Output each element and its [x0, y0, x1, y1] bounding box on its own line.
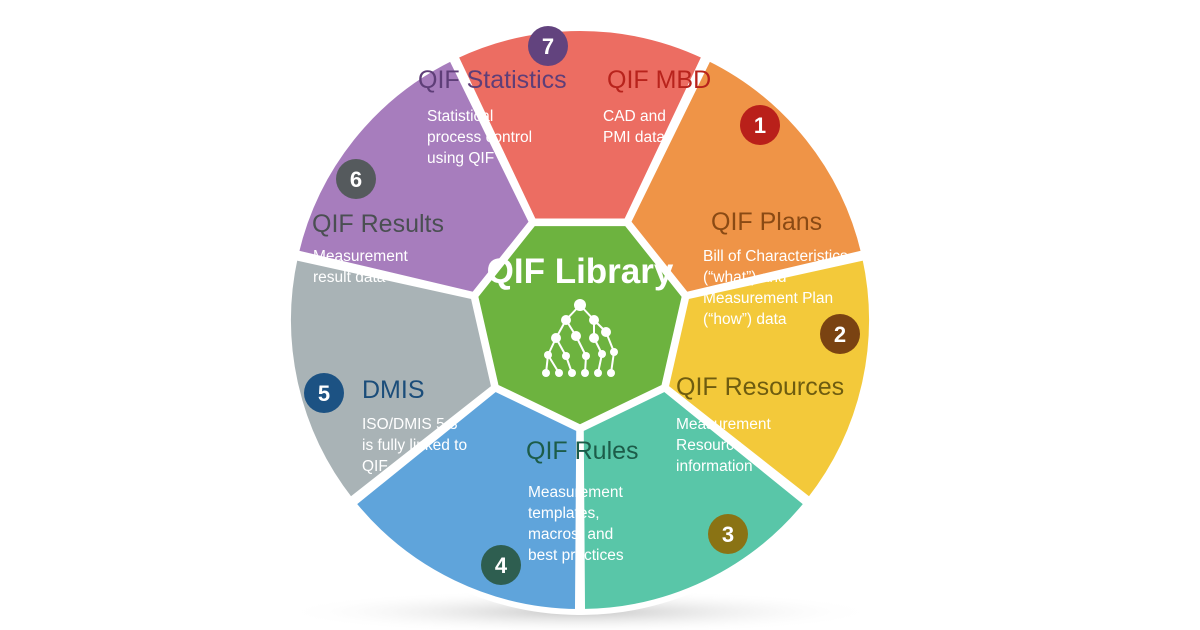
segment-2: [624, 53, 868, 299]
segment-5-desc-line: is fully linked to: [362, 437, 467, 454]
step-badge-6: 6: [336, 159, 376, 199]
segment-5-desc-line: ISO/DMIS 5.3: [362, 416, 458, 433]
step-badge-3: 3: [708, 514, 748, 554]
step-badge-number: 4: [495, 553, 508, 578]
segment-3-title: QIF Resources: [676, 373, 844, 401]
step-badge-1: 1: [740, 105, 780, 145]
segment-5-title: DMIS: [362, 376, 425, 404]
center-title: QIF Library: [487, 252, 674, 291]
segment-3-desc-line: Measurement: [676, 416, 771, 433]
step-badge-number: 7: [542, 34, 554, 59]
segment-3-desc-line: Resource: [676, 437, 742, 454]
segment-1: [451, 25, 709, 225]
center-heptagon: [472, 221, 688, 430]
step-badge-5: 5: [304, 373, 344, 413]
segment-7-desc-line: process control: [427, 129, 532, 146]
segment-5: [348, 385, 583, 616]
segment-4-desc-line: Measurement: [528, 484, 623, 501]
segment-6: [285, 253, 498, 505]
segment-6-desc-line: Measurement: [313, 248, 408, 265]
step-badge-4: 4: [481, 545, 521, 585]
segment-2-desc-line: (“what”) and: [703, 269, 787, 286]
step-badge-number: 6: [350, 167, 362, 192]
segment-6-desc-line: result data: [313, 269, 386, 286]
segment-2-desc-line: Bill of Characteristics: [703, 248, 848, 265]
segment-3-desc-line: information: [676, 458, 753, 475]
segment-7: [292, 53, 536, 299]
segment-4-desc-line: best practices: [528, 547, 624, 564]
step-badge-number: 1: [754, 113, 766, 138]
step-badge-7: 7: [528, 26, 568, 66]
segment-7-desc-line: Statistical: [427, 108, 493, 125]
segment-3: [662, 253, 875, 505]
segment-6-title: QIF Results: [312, 210, 444, 238]
segment-2-desc-line: Measurement Plan: [703, 290, 833, 307]
step-badge-number: 5: [318, 381, 330, 406]
step-badge-number: 3: [722, 522, 734, 547]
segment-5-desc-line: QIF: [362, 458, 388, 475]
segment-1-title: QIF MBD: [607, 66, 711, 94]
segment-4-title: QIF Rules: [526, 437, 639, 465]
segment-7-title: QIF Statistics: [418, 66, 567, 94]
segment-2-title: QIF Plans: [711, 208, 822, 236]
segment-1-desc-line: PMI data: [603, 129, 665, 146]
step-badge-2: 2: [820, 314, 860, 354]
hierarchy-tree-icon: [542, 299, 618, 377]
segment-4-desc-line: templates,: [528, 505, 600, 522]
segment-1-desc-line: CAD and: [603, 108, 666, 125]
segment-4-desc-line: macros, and: [528, 526, 613, 543]
step-badge-number: 2: [834, 322, 846, 347]
segment-4: [577, 385, 812, 616]
segment-7-desc-line: using QIF: [427, 150, 494, 167]
segment-2-desc-line: (“how”) data: [703, 311, 787, 328]
